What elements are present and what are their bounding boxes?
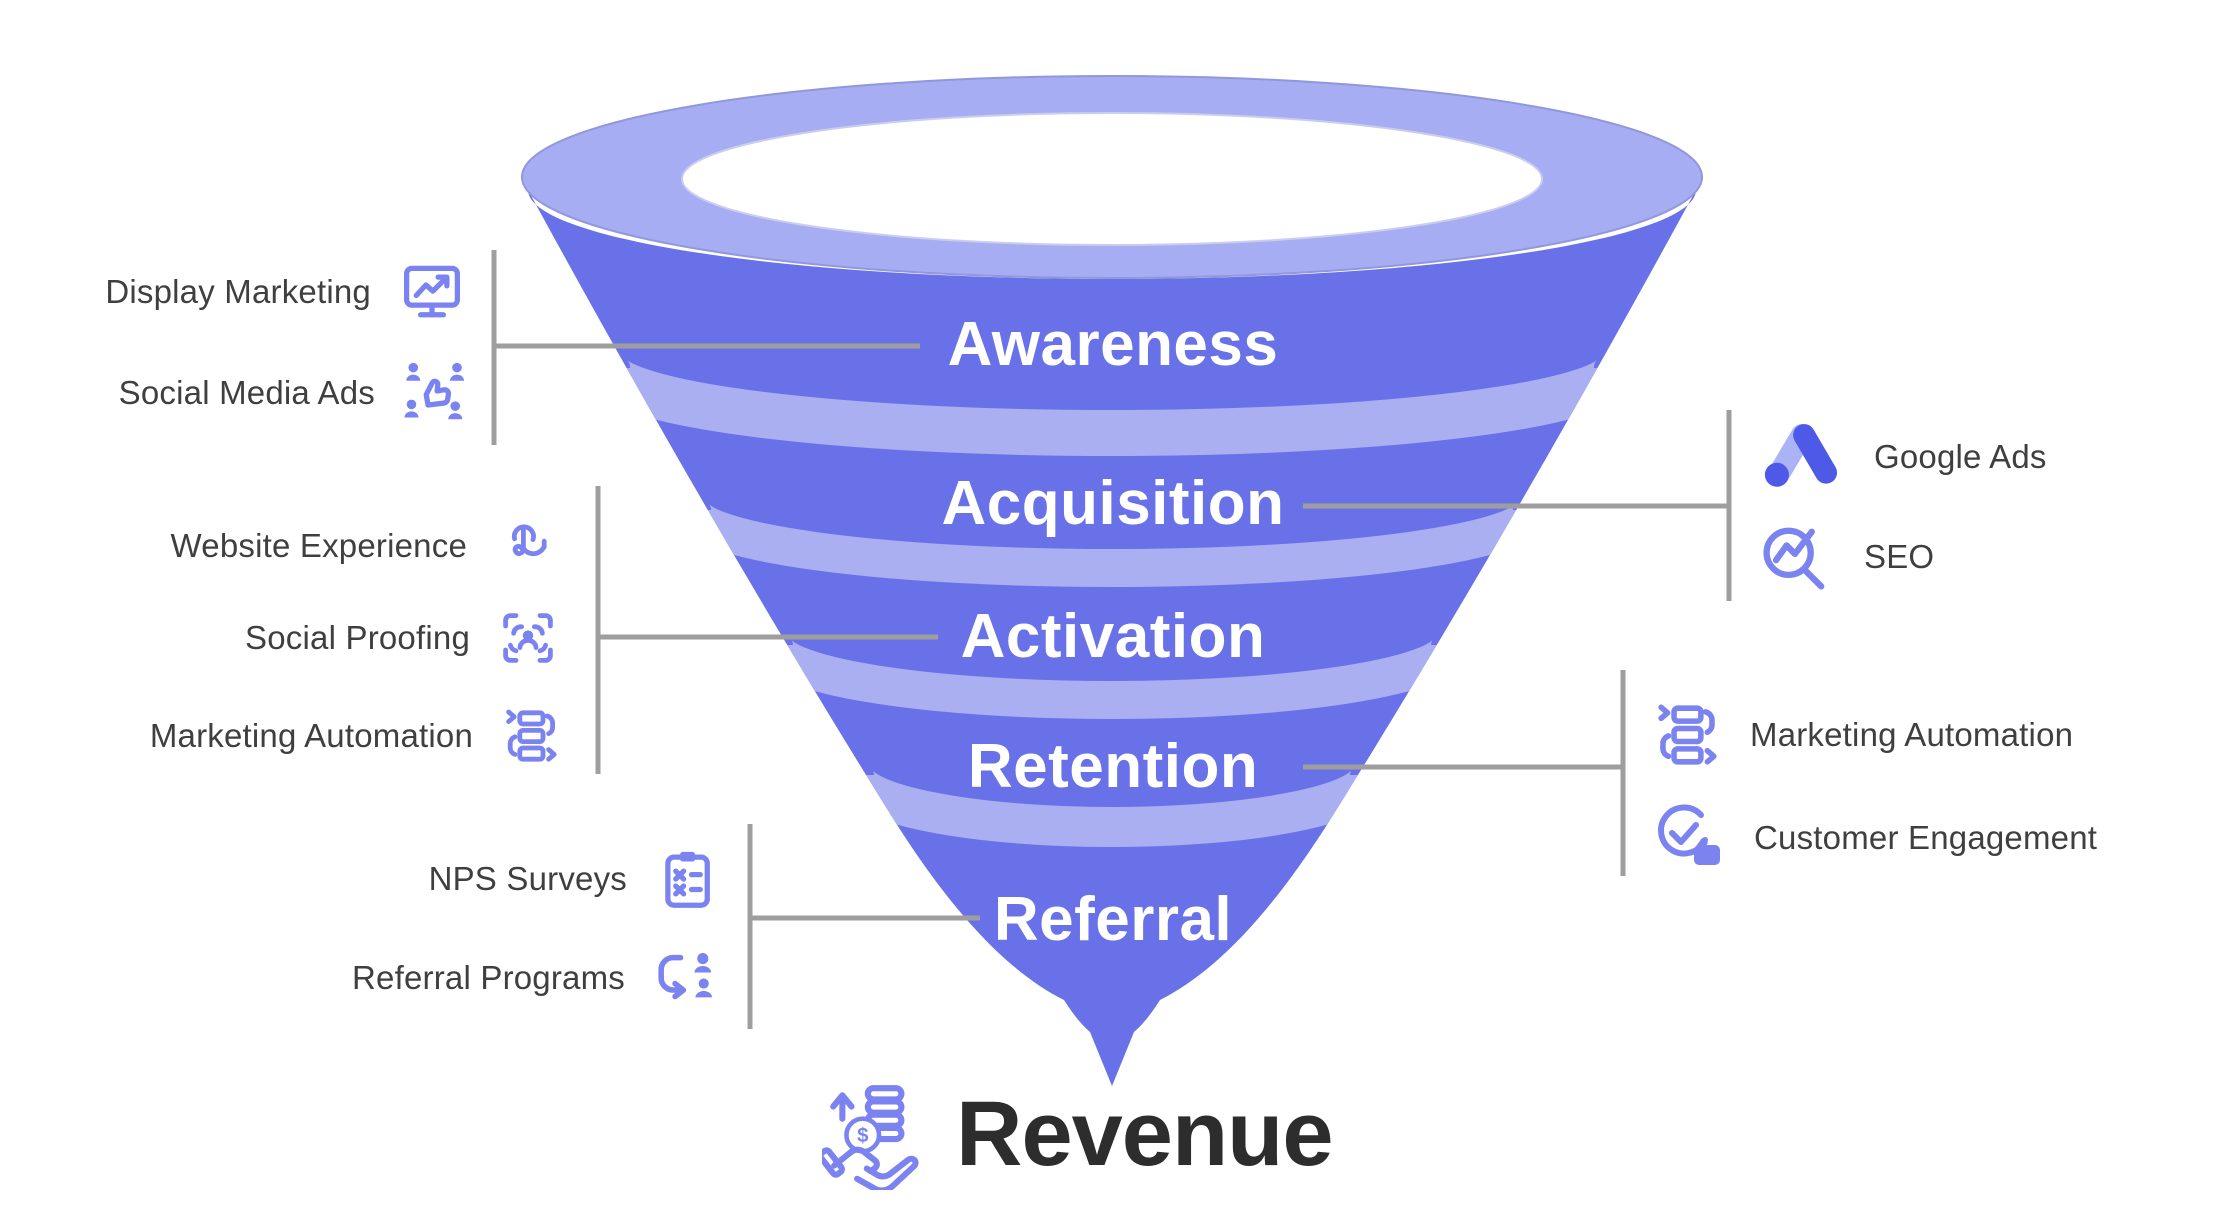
annotation-label: SEO bbox=[1864, 538, 1935, 575]
hand-coins-icon: $ bbox=[822, 1078, 934, 1190]
annotation-label: Customer Engagement bbox=[1754, 819, 2098, 856]
annotation-label: Google Ads bbox=[1874, 438, 2047, 475]
dollar-glyph: $ bbox=[857, 1125, 869, 1147]
connector-activation bbox=[595, 486, 938, 774]
stage-activation: Activation bbox=[960, 602, 1266, 671]
seo-magnifier-icon bbox=[1754, 515, 1838, 599]
stage-retention: Retention bbox=[967, 732, 1259, 801]
automation-stack-icon bbox=[1650, 698, 1724, 772]
face-scan-icon bbox=[496, 606, 560, 670]
annotation-label: Marketing Automation bbox=[1750, 716, 2074, 753]
revenue-outcome: $ Revenue bbox=[822, 1078, 1333, 1190]
annotation-nps-surveys: NPS Surveys bbox=[429, 837, 723, 921]
annotation-website-experience: Website Experience bbox=[171, 504, 557, 588]
annotation-google-ads: Google Ads bbox=[1756, 415, 2047, 499]
connector-referral bbox=[747, 824, 980, 1029]
tap-gesture-icon bbox=[493, 514, 557, 578]
annotation-marketing-automation-left: Marketing Automation bbox=[150, 694, 563, 778]
annotation-referral-programs: Referral Programs bbox=[352, 936, 725, 1020]
annotation-display-marketing: Display Marketing bbox=[105, 250, 467, 334]
connector-retention bbox=[1303, 670, 1626, 876]
annotation-label: Display Marketing bbox=[105, 273, 371, 310]
revenue-label: Revenue bbox=[956, 1083, 1333, 1185]
stage-referral: Referral bbox=[993, 885, 1233, 954]
funnel-mouth bbox=[681, 112, 1543, 246]
annotation-label: Marketing Automation bbox=[149, 717, 473, 754]
annotation-label: Referral Programs bbox=[352, 959, 625, 996]
google-ads-icon bbox=[1756, 419, 1848, 495]
annotation-label: Website Experience bbox=[170, 527, 467, 564]
survey-clipboard-icon bbox=[653, 844, 723, 914]
connector-lines bbox=[491, 250, 1732, 1029]
stage-awareness: Awareness bbox=[947, 310, 1279, 379]
annotation-social-media-ads: Social Media Ads bbox=[119, 351, 471, 435]
display-chart-icon bbox=[397, 257, 467, 327]
annotation-label: NPS Surveys bbox=[428, 860, 627, 897]
annotation-social-proofing: Social Proofing bbox=[245, 596, 560, 680]
annotation-seo: SEO bbox=[1754, 515, 1934, 599]
engagement-check-icon bbox=[1648, 798, 1728, 878]
stage-acquisition: Acquisition bbox=[941, 469, 1285, 538]
annotation-customer-engagement: Customer Engagement bbox=[1648, 796, 2097, 880]
funnel-bands bbox=[584, 358, 1640, 847]
referral-loop-icon bbox=[651, 941, 725, 1015]
annotation-label: Social Media Ads bbox=[118, 374, 375, 411]
annotation-marketing-automation-right: Marketing Automation bbox=[1650, 693, 2073, 777]
annotation-label: Social Proofing bbox=[245, 619, 470, 656]
automation-stack-icon bbox=[499, 704, 563, 768]
connector-acquisition bbox=[1303, 410, 1732, 601]
connector-awareness bbox=[491, 250, 920, 445]
social-thumbs-icon bbox=[401, 358, 471, 428]
